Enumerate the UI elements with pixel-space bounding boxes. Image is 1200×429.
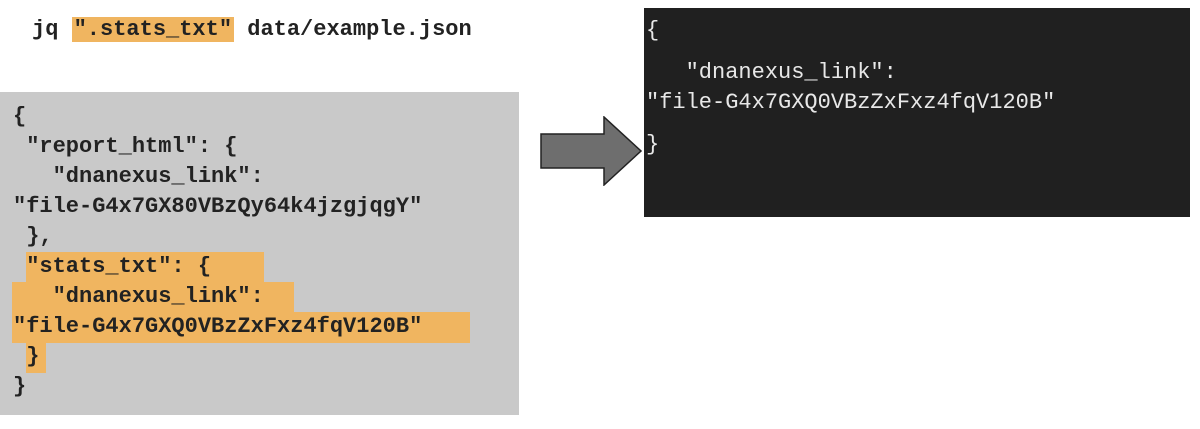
input-line-2: "report_html": { xyxy=(13,134,238,159)
output-line-3: "file-G4x7GXQ0VBzZxFxz4fqV120B" xyxy=(646,90,1056,115)
command-file: data/example.json xyxy=(247,17,472,42)
input-line-1: { xyxy=(13,104,27,129)
right-arrow-icon xyxy=(540,116,642,186)
input-line-5: }, xyxy=(13,224,53,249)
output-terminal: { "dnanexus_link": "file-G4x7GXQ0VBzZxFx… xyxy=(644,8,1190,217)
input-json-panel: { "report_html": { "dnanexus_link": "fil… xyxy=(0,92,519,415)
output-line-2: "dnanexus_link": xyxy=(646,60,897,85)
output-line-1: { xyxy=(646,18,660,43)
highlight-stats-close xyxy=(26,342,46,373)
output-line-4: } xyxy=(646,132,660,157)
highlight-stats-key xyxy=(26,252,264,283)
highlight-stats-link xyxy=(12,282,294,313)
highlight-stats-value xyxy=(12,312,470,343)
input-line-8: "file-G4x7GXQ0VBzZxFxz4fqV120B" xyxy=(13,314,423,339)
command-filter: ".stats_txt" xyxy=(71,17,235,42)
jq-command: jq ".stats_txt" data/example.json xyxy=(32,13,472,47)
input-line-10: } xyxy=(13,374,27,399)
input-line-4: "file-G4x7GX80VBzQy64k4jzgjqgY" xyxy=(13,194,423,219)
input-line-7: "dnanexus_link": xyxy=(13,284,264,309)
input-line-9: } xyxy=(13,344,40,369)
command-program: jq xyxy=(32,17,59,42)
input-line-3: "dnanexus_link": xyxy=(13,164,264,189)
input-line-6: "stats_txt": { xyxy=(13,254,212,279)
